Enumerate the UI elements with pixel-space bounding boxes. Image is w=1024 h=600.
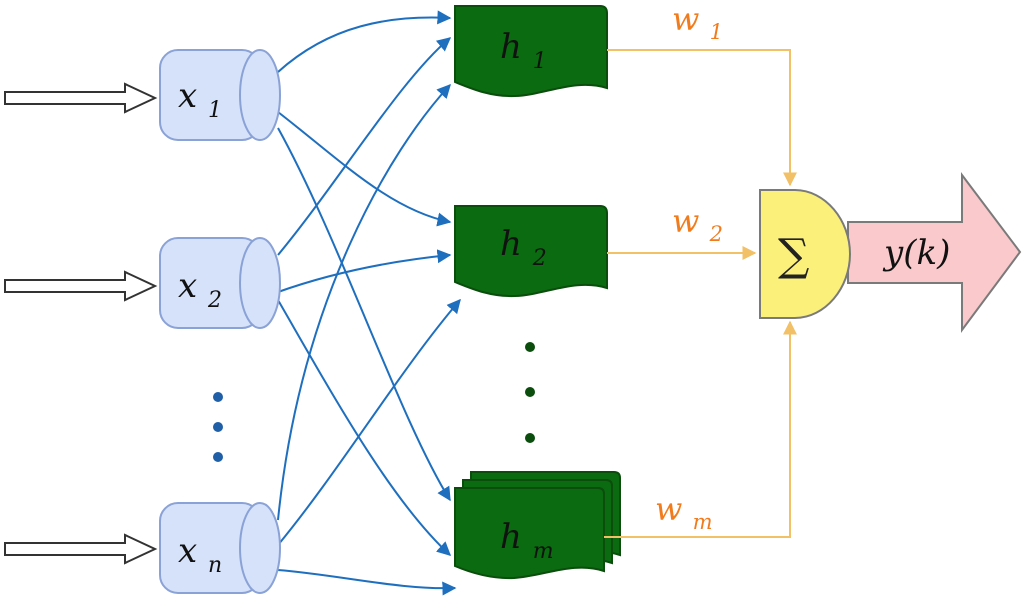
weight-w1-base: w (672, 0, 699, 38)
weight-line-1 (607, 49, 797, 187)
input-arrow-2 (4, 270, 158, 302)
svg-text:x 2: x 2 (178, 266, 222, 313)
svg-text:w 2: w 2 (672, 202, 723, 246)
hidden-hm-sub: m (533, 539, 554, 564)
input-xn-base: x (178, 531, 197, 571)
connection-x1-h1 (277, 10, 452, 73)
svg-text:x n: x n (178, 531, 222, 578)
summation-node: ∑ (759, 189, 852, 319)
input-x2-base: x (178, 266, 197, 306)
weight-w1-sub: 1 (710, 20, 723, 44)
input-to-hidden-connections (277, 10, 461, 596)
input-x2-sub: 2 (207, 288, 222, 313)
weight-wm-sub: m (693, 510, 713, 534)
weight-w2-base: w (672, 202, 699, 240)
hidden-node-h1: h 1 (454, 5, 608, 98)
svg-text:h 2: h 2 (500, 224, 547, 271)
connection-x1-h2 (277, 111, 452, 227)
hidden-h2-base: h (500, 224, 522, 264)
output-label: y(k) (882, 233, 950, 273)
hidden-h1-sub: 1 (533, 49, 547, 74)
connection-xn-hm (277, 569, 457, 596)
connection-x1-hm (277, 127, 451, 502)
connection-xn-h2 (277, 298, 461, 546)
input-x1-sub: 1 (208, 98, 222, 123)
weight-wm-base: w (655, 490, 682, 528)
svg-text:w 1: w 1 (672, 0, 723, 44)
weight-labels: w 1 w 2 w m (655, 0, 723, 534)
connection-x2-hm (277, 299, 452, 556)
input-x1-base: x (178, 76, 197, 116)
hidden-hm-base: h (500, 517, 522, 557)
connection-x2-h2 (277, 249, 452, 293)
svg-text:w m: w m (655, 490, 712, 534)
input-xn-sub: n (208, 553, 222, 578)
svg-text:h m: h m (500, 517, 554, 564)
weight-connections (604, 49, 797, 538)
weight-w2-sub: 2 (709, 222, 723, 246)
hidden-node-hm: h m (454, 471, 621, 580)
hidden-node-h2: h 2 (454, 205, 608, 298)
input-arrow-1 (4, 82, 158, 114)
input-node-xn: x n (159, 502, 281, 594)
output-arrow (847, 172, 1022, 334)
connection-x2-h1 (277, 37, 452, 256)
connection-xn-h1 (277, 83, 451, 521)
svg-text:h 1: h 1 (500, 27, 547, 74)
input-node-x1: x 1 (159, 49, 281, 141)
hidden-nodes: h 1 h 2 h m (454, 5, 621, 580)
input-arrows (4, 82, 158, 565)
summation-symbol: ∑ (778, 230, 809, 281)
hidden-h2-sub: 2 (532, 246, 547, 271)
hidden-h1-base: h (500, 27, 522, 67)
input-nodes: x 1 x 2 x n (159, 49, 281, 594)
input-arrow-n (4, 533, 158, 565)
svg-text:x 1: x 1 (178, 76, 222, 123)
weight-line-m (604, 320, 797, 538)
input-node-x2: x 2 (159, 237, 281, 329)
hidden-ellipsis-dots (525, 342, 535, 443)
input-ellipsis-dots (213, 392, 223, 462)
